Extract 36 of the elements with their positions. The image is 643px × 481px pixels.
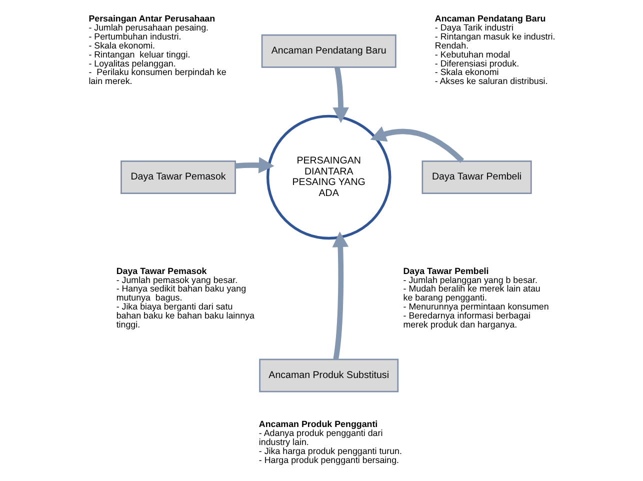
arrow [235, 157, 274, 174]
node-label: - Daya Tarik industri [434, 22, 514, 33]
node-box: Ancaman Produk Substitusi [259, 358, 399, 392]
node-label: - Loyalitas pelanggan. [88, 58, 176, 68]
node-label: - Rintangan keluar tinggi. [88, 49, 190, 60]
node-label: - Adanya produk pengganti dari industry lain. [258, 428, 383, 448]
arrow [370, 126, 464, 163]
node-box: Daya Tawar Pembeli [422, 160, 532, 194]
node-label: - Diferensiasi produk. [434, 58, 520, 68]
arrow [332, 232, 349, 360]
node-label: - Hanya sedikit bahan baku yang mutunya bagus. [116, 284, 246, 303]
arrow [332, 66, 350, 123]
node-label: - Rintangan masuk ke industri. Rendah. [434, 32, 556, 50]
node-circle: PERSAINGAN DIANTARA PESAING YANG ADA [266, 114, 392, 240]
node-label: - Jumlah pelanggan yang b besar. [403, 274, 538, 285]
node-label: - Jumlah pemasok yang besar. [116, 274, 238, 285]
node-label: - Jumlah perusahaan pesaing. [88, 22, 209, 33]
node-box: Daya Tawar Pemasok [120, 160, 236, 194]
node-label: - Harga produk pengganti bersaing. [258, 454, 400, 465]
node-box: Ancaman Pendatang Baru [261, 34, 396, 68]
node-label: Daya Tawar Pemasok [116, 266, 207, 276]
node-label: - Menurunnya permintaan konsumen [403, 302, 549, 312]
node-label: - Skala ekonomi. [88, 40, 156, 50]
node-label: - Beredarnya informasi berbagai merek produk dan harganya. [403, 310, 530, 330]
node-label: - Pertumbuhan industri. [88, 32, 182, 42]
node-label: - Kebutuhan modal [434, 49, 510, 60]
node-label: - Jika biaya berganti dari satu bahan baku ke bahan baku lainnya tinggi. [116, 302, 254, 330]
node-label: - Mudah beralih ke merek lain atau ke barang pengganti. [403, 284, 540, 303]
node-label: - Jika harga produk pengganti turun. [258, 446, 402, 456]
node-label: Daya Tawar Pembeli [403, 266, 489, 276]
node-label: Persaingan Antar Perusahaan [88, 14, 216, 24]
node-label: - Akses ke saluran distribusi. [434, 76, 548, 86]
node-label: - Perilaku konsumen berpindah ke lain merek. [88, 67, 226, 86]
node-label: Ancaman Produk Pengganti [258, 419, 378, 430]
node-label: Ancaman Pendatang Baru [434, 14, 546, 24]
node-label: - Skala ekonomi [434, 67, 499, 78]
